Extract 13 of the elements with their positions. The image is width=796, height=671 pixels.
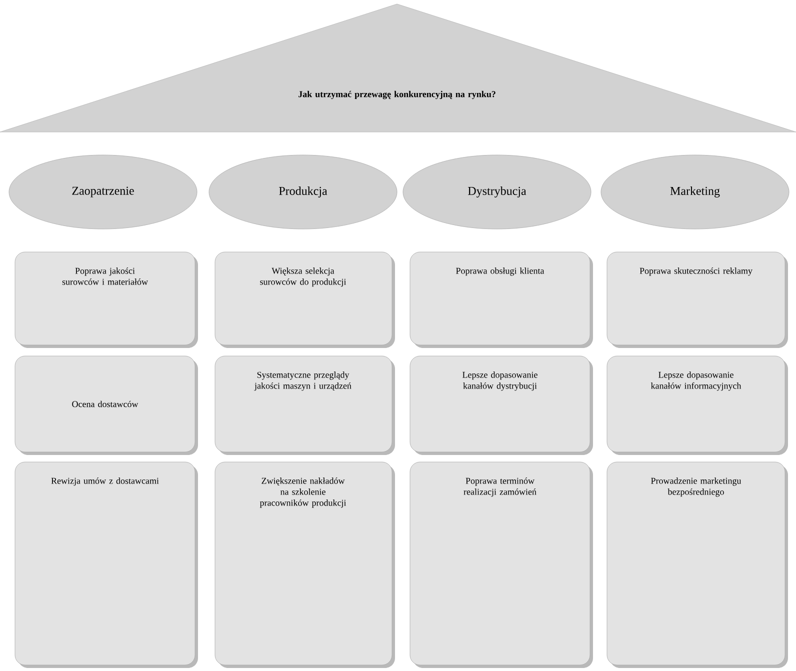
action-box: Poprawa obsługi klienta	[410, 252, 593, 348]
action-box: Większa selekcja surowców do produkcji	[214, 252, 395, 348]
roof-triangle: Jak utrzymać przewagę konkurencyjną na rynku?	[0, 4, 796, 132]
action-box: Poprawa terminów realizacji zamówień	[410, 462, 593, 668]
action-box: Lepsze dopasowanie kanałów informacyjnych	[606, 356, 788, 455]
action-box: Prowadzenie marketingu bezpośredniego	[606, 462, 788, 668]
action-box: Poprawa jakości surowców i materiałów	[14, 252, 198, 348]
action-box: Rewizja umów z dostawcami	[14, 462, 198, 668]
action-box: Zwiększenie nakładów na szkolenie pracowników produkcji	[214, 462, 395, 668]
action-box: Ocena dostawców	[14, 356, 198, 455]
action-box: Poprawa skuteczności reklamy	[606, 252, 788, 348]
action-box: Lepsze dopasowanie kanałów dystrybucji	[410, 356, 593, 455]
action-box: Systematyczne przeglądy jakości maszyn i urządzeń	[214, 356, 395, 455]
